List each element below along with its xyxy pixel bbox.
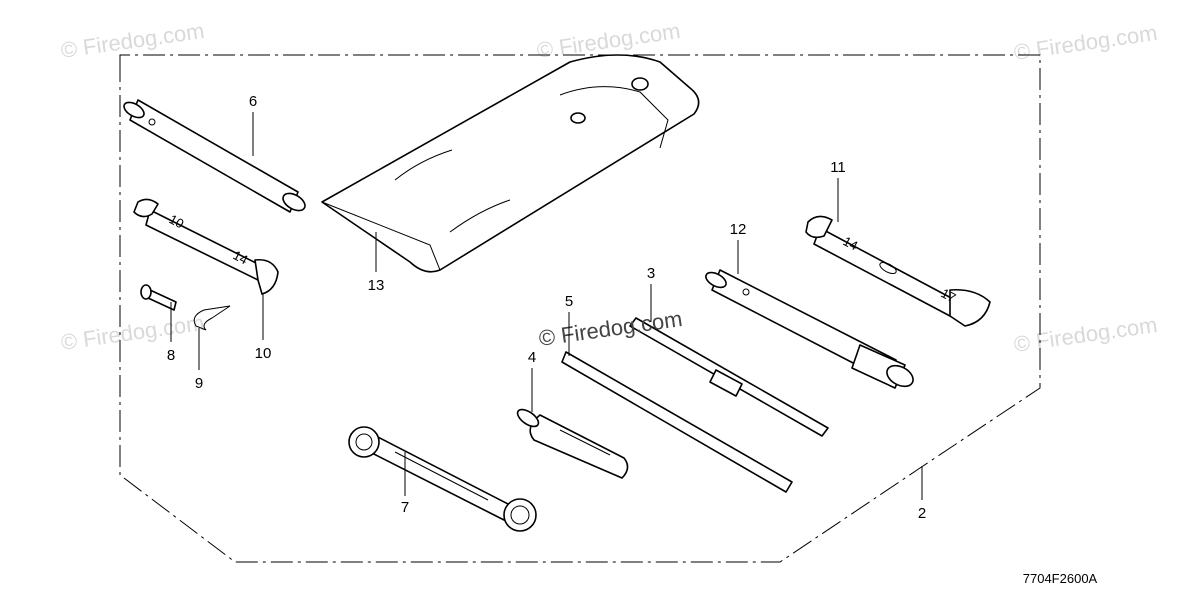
rod bbox=[561, 351, 793, 493]
callout-8: 8 bbox=[167, 347, 175, 364]
wrench-10-size-a: 10 bbox=[167, 211, 187, 231]
watermark-mid-right: © Firedog.com bbox=[1012, 312, 1159, 357]
watermark-top-left: © Firedog.com bbox=[59, 18, 206, 63]
callout-12: 12 bbox=[730, 221, 747, 238]
open-end-wrench-11: 14 17 bbox=[805, 215, 991, 327]
wrench-11-size-b: 17 bbox=[939, 285, 959, 305]
tool-bag bbox=[321, 54, 700, 273]
kit-boundary bbox=[119, 54, 1041, 563]
tubular-bar bbox=[123, 99, 306, 213]
callout-10: 10 bbox=[255, 345, 272, 362]
pin bbox=[140, 284, 177, 311]
callout-7: 7 bbox=[401, 499, 409, 516]
callout-6: 6 bbox=[249, 93, 257, 110]
box-wrench-tube bbox=[705, 269, 914, 389]
callout-5: 5 bbox=[565, 293, 573, 310]
callout-4: 4 bbox=[528, 349, 536, 366]
wrench-11-size-a: 14 bbox=[841, 233, 861, 253]
diagram-code: 7704F2600A bbox=[1023, 571, 1098, 586]
open-end-wrench-10: 10 14 bbox=[133, 198, 279, 295]
clip bbox=[193, 305, 231, 331]
watermark-mid-left: © Firedog.com bbox=[59, 310, 206, 355]
callout-2: 2 bbox=[918, 505, 926, 522]
wrench-10-size-b: 14 bbox=[231, 247, 251, 267]
callout-13: 13 bbox=[368, 277, 385, 294]
callout-9: 9 bbox=[195, 375, 203, 392]
callout-3: 3 bbox=[647, 265, 655, 282]
screwdriver-blade bbox=[629, 317, 829, 437]
ring-wrench bbox=[348, 426, 537, 532]
callout-11: 11 bbox=[830, 159, 846, 176]
watermark-top-right: © Firedog.com bbox=[1012, 20, 1159, 65]
screwdriver-grip bbox=[516, 408, 629, 479]
